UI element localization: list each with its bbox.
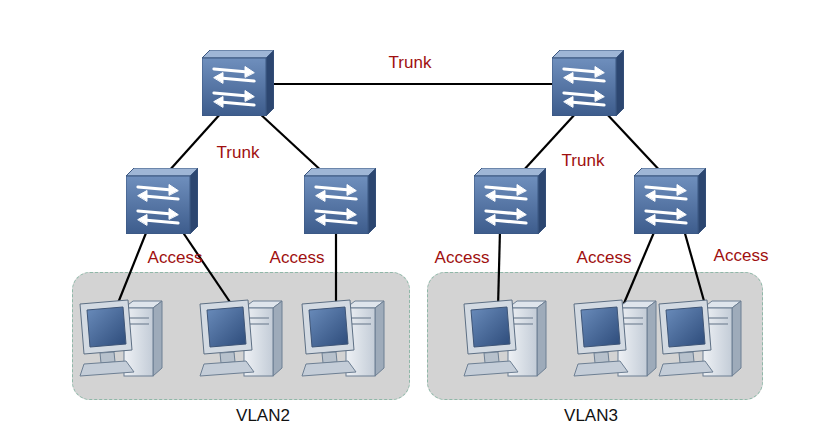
access-line [116, 228, 148, 308]
link-type-label: Trunk [562, 151, 605, 171]
access-line [335, 230, 337, 308]
pc-host [574, 300, 656, 376]
access-line [498, 230, 500, 308]
link-type-label: Trunk [217, 143, 260, 163]
core-switch [202, 50, 274, 116]
core-switch [552, 50, 624, 116]
pc-host [659, 300, 741, 376]
trunk-line [258, 112, 326, 175]
link-type-label: Access [714, 246, 769, 266]
vlan-label: VLAN3 [564, 406, 618, 426]
link-type-label: Trunk [389, 53, 432, 73]
pc-host [464, 300, 546, 376]
trunk-line [168, 112, 222, 172]
pc-host [80, 300, 162, 376]
link-type-label: Access [270, 248, 325, 268]
pc-host [302, 300, 384, 376]
vlan-label: VLAN2 [236, 406, 290, 426]
link-type-label: Access [148, 248, 203, 268]
access-line [684, 230, 706, 308]
access-switch [474, 168, 546, 234]
trunk-line [270, 83, 556, 85]
access-switch [634, 168, 706, 234]
access-line [622, 230, 655, 308]
access-switch [304, 168, 376, 234]
link-type-label: Access [435, 248, 490, 268]
link-lines [116, 84, 706, 308]
access-line [180, 228, 234, 308]
trunk-line [605, 112, 664, 175]
pc-host [200, 300, 282, 376]
link-type-label: Access [577, 248, 632, 268]
access-switch [126, 168, 198, 234]
